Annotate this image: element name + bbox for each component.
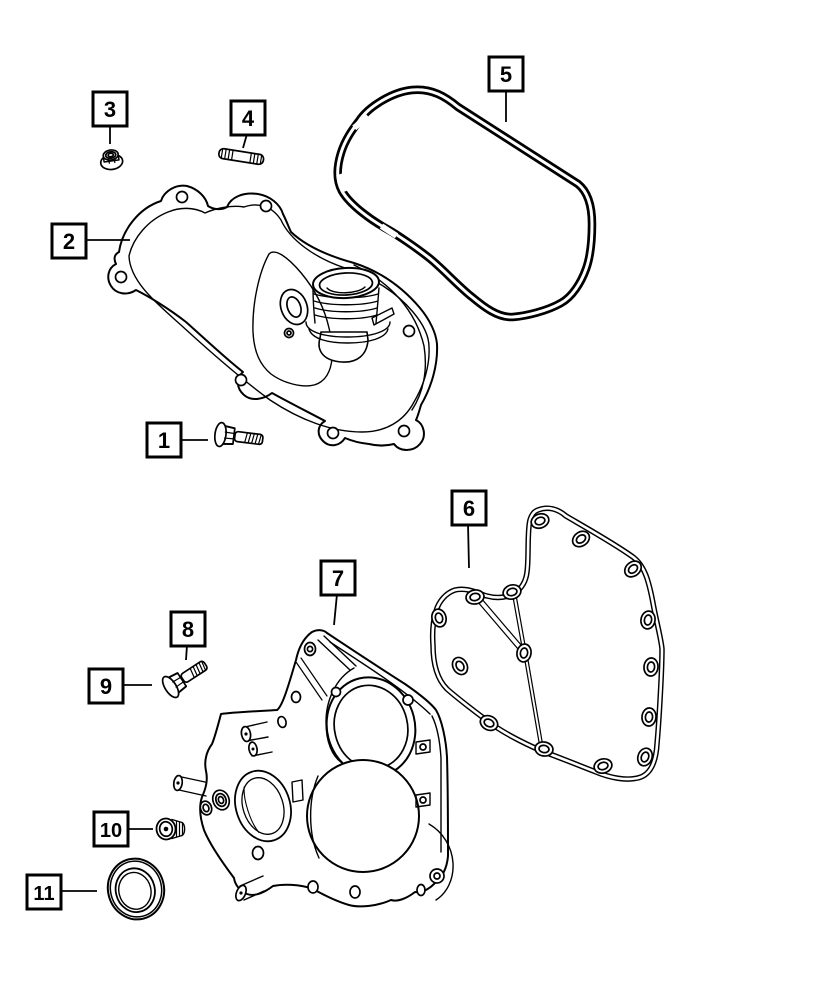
part-timing-chain-cover <box>172 629 454 908</box>
callout-2[interactable]: 2 <box>50 222 88 260</box>
part-stud <box>218 147 265 166</box>
callout-5[interactable]: 5 <box>487 55 525 93</box>
callout-6[interactable]: 6 <box>450 489 488 527</box>
leader-6 <box>467 523 470 569</box>
part-threaded-plug <box>155 817 186 841</box>
callout-1[interactable]: 1 <box>145 421 183 459</box>
part-crankshaft-seal <box>106 857 166 921</box>
cover-bosses <box>240 721 273 757</box>
leader-lines <box>60 90 507 892</box>
part-flange-nut <box>99 149 124 171</box>
callout-9-label: 9 <box>100 674 112 699</box>
callout-4[interactable]: 4 <box>229 99 267 137</box>
callout-10-label: 10 <box>100 820 122 842</box>
callout-6-label: 6 <box>463 496 475 521</box>
callout-3-label: 3 <box>104 97 116 122</box>
part-front-cover <box>107 184 439 451</box>
callout-11-label: 11 <box>33 883 54 905</box>
callout-3[interactable]: 3 <box>91 90 129 128</box>
callout-10[interactable]: 10 <box>92 810 130 848</box>
leader-7 <box>333 593 338 626</box>
part-front-cover-gasket <box>333 85 597 322</box>
gasket-bolt-holes <box>430 512 659 775</box>
callout-8-label: 8 <box>182 617 194 642</box>
callout-4-label: 4 <box>242 106 255 131</box>
callout-5-label: 5 <box>500 62 512 87</box>
callout-1-label: 1 <box>158 428 170 453</box>
callout-7-label: 7 <box>332 566 344 591</box>
callout-7[interactable]: 7 <box>319 559 357 597</box>
callout-11[interactable]: 11 <box>25 873 63 911</box>
part-timing-cover-bolt <box>161 660 208 699</box>
part-timing-cover-gasket <box>429 505 665 782</box>
callout-8[interactable]: 8 <box>169 610 207 648</box>
part-front-cover-bolt <box>213 421 264 448</box>
callout-9[interactable]: 9 <box>87 667 125 705</box>
callout-2-label: 2 <box>63 229 75 254</box>
